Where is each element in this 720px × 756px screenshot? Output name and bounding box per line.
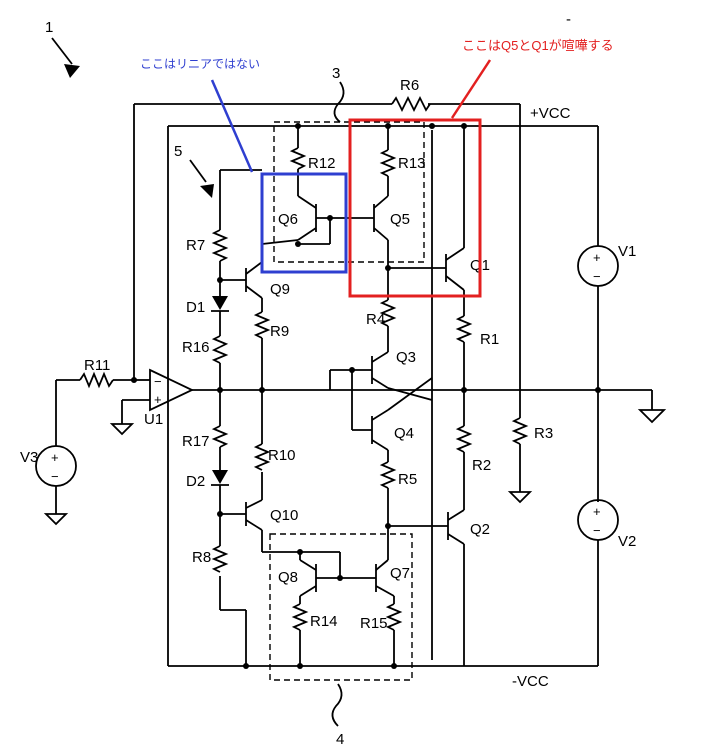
blue-annotation: ここはリニアではない	[140, 57, 348, 274]
u1-label: U1	[144, 411, 163, 428]
block-4-box	[269, 533, 413, 681]
r3-label: R3	[534, 425, 553, 442]
r17-label: R17	[182, 433, 210, 450]
q8-label: Q8	[278, 569, 298, 586]
red-annotation: ここはQ5とQ1が喧嘩する	[348, 38, 614, 298]
q2-transistor	[388, 390, 473, 666]
q9-label: Q9	[270, 281, 290, 298]
arrow-5-icon	[200, 184, 214, 198]
r4-label: R4	[366, 311, 385, 328]
figure-number: 1	[45, 19, 53, 36]
d2-diode-icon	[212, 470, 228, 484]
blue-highlight-box	[260, 172, 348, 274]
bias-string	[211, 169, 262, 666]
vcc-positive-label: +VCC	[530, 105, 571, 122]
opamp-u1: − +	[109, 368, 195, 436]
block-4-label: 4	[336, 731, 344, 748]
q10-label: Q10	[270, 507, 298, 524]
v2-minus-sign: −	[593, 523, 601, 538]
q5-label: Q5	[390, 211, 410, 228]
r15-label: R15	[360, 615, 388, 632]
d1-label: D1	[186, 299, 205, 316]
red-highlight-box	[348, 118, 482, 298]
q1-transistor	[388, 126, 473, 390]
ground-icon-r3	[507, 491, 533, 504]
r7-label: R7	[186, 237, 205, 254]
r14-label: R14	[310, 613, 338, 630]
r13-label: R13	[398, 155, 426, 172]
minus-mark: -	[566, 11, 571, 28]
r11-label: R11	[84, 357, 110, 374]
block-5-label: 5	[174, 143, 182, 160]
ground-icon-v3	[43, 513, 69, 526]
r6-label: R6	[400, 77, 419, 94]
driver-pair	[329, 130, 433, 660]
q7-label: Q7	[390, 565, 410, 582]
v2-source: + −	[577, 499, 619, 541]
ground-icon-u1	[109, 423, 135, 436]
r6-feedback	[133, 95, 521, 390]
v2-plus-sign: +	[593, 504, 601, 519]
v1-source: + −	[577, 245, 619, 287]
reference-markers	[51, 37, 345, 727]
q6-label: Q6	[278, 211, 298, 228]
q4-label: Q4	[394, 425, 414, 442]
v1-label: V1	[618, 243, 636, 260]
block-3-label: 3	[332, 65, 340, 82]
q10-transistor	[220, 390, 300, 553]
upper-current-mirror	[261, 126, 397, 268]
vcc-negative-label: -VCC	[512, 673, 549, 690]
v1-minus-sign: −	[593, 269, 601, 284]
r5-label: R5	[398, 471, 417, 488]
power-rails	[167, 125, 599, 667]
r1-label: R1	[480, 331, 499, 348]
ground-icon	[598, 389, 667, 424]
r3-resistor	[507, 390, 533, 504]
red-note-text: ここはQ5とQ1が喧嘩する	[462, 38, 614, 53]
u1-minus-sign: −	[154, 374, 162, 389]
d2-label: D2	[186, 473, 205, 490]
arrow-1-icon	[64, 64, 80, 78]
q2-label: Q2	[470, 521, 490, 538]
v3-minus-sign: −	[51, 469, 59, 484]
r10-label: R10	[268, 447, 296, 464]
v2-label: V2	[618, 533, 636, 550]
r12-label: R12	[308, 155, 336, 172]
junction-dots	[131, 123, 601, 669]
q3-label: Q3	[396, 349, 416, 366]
r9-label: R9	[270, 323, 289, 340]
v3-plus-sign: +	[51, 450, 59, 465]
r16-label: R16	[182, 339, 210, 356]
v1-plus-sign: +	[593, 250, 601, 265]
r8-label: R8	[192, 549, 211, 566]
r2-label: R2	[472, 457, 491, 474]
u1-plus-sign: +	[154, 392, 162, 407]
blue-note-text: ここはリニアではない	[140, 57, 260, 71]
v3-source: + −	[35, 371, 134, 526]
lower-current-mirror	[291, 526, 403, 666]
d1-diode-icon	[212, 296, 228, 310]
v3-label: V3	[20, 449, 38, 466]
